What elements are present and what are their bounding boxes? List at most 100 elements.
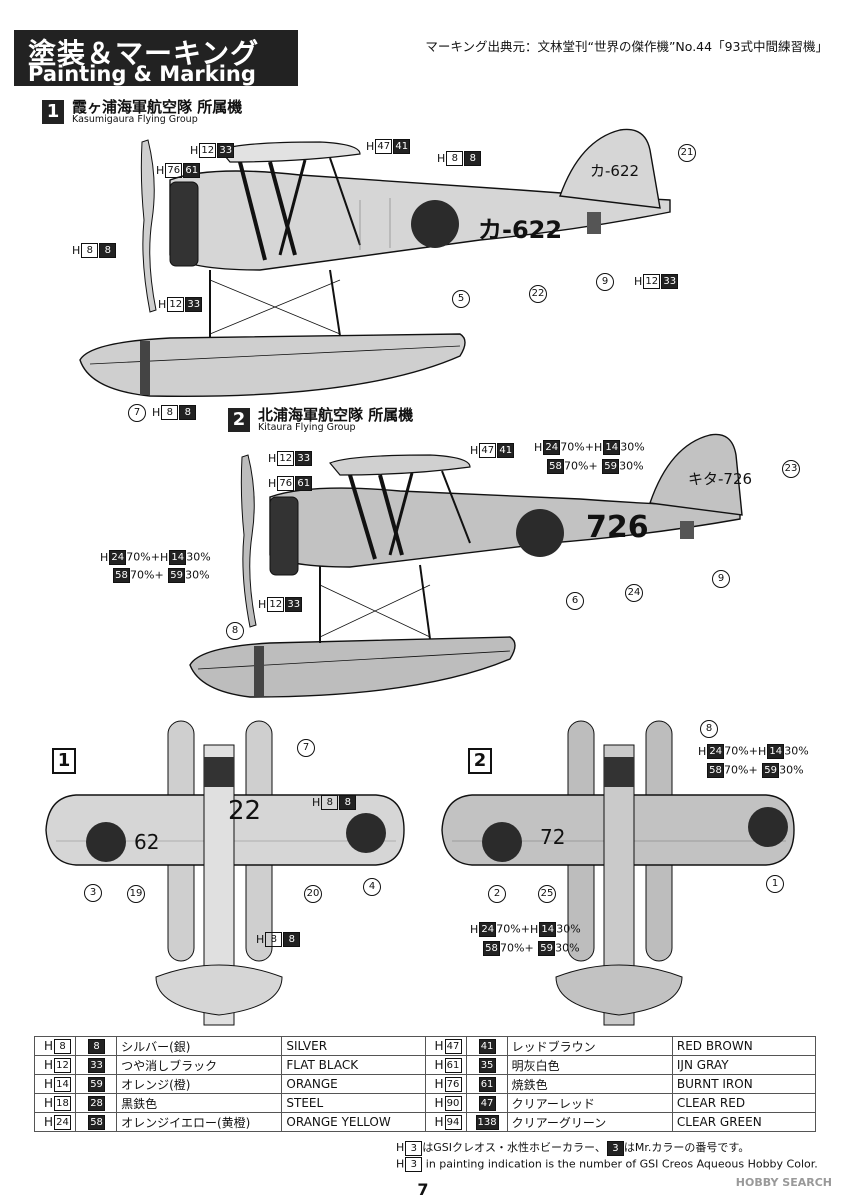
mr-color-code: 47: [465, 1093, 508, 1113]
color-name-ja: 明灰白色: [506, 1055, 673, 1075]
color-name-en: STEEL: [281, 1093, 426, 1113]
watermark: HOBBY SEARCH: [735, 1176, 832, 1189]
color-name-ja: 黒鉄色: [116, 1093, 283, 1113]
color-name-ja: 焼鉄色: [506, 1074, 673, 1094]
color-name-ja: オレンジ(橙): [116, 1074, 283, 1094]
color-name-ja: クリアーレッド: [506, 1093, 673, 1113]
aircraft-2-plan-view: [441, 720, 795, 1026]
callout-24: 24: [625, 584, 643, 602]
callout-7: 7: [297, 739, 315, 757]
callout-8: 8: [226, 622, 244, 640]
mr-color-code: 58: [75, 1112, 118, 1132]
color-name-en: SILVER: [281, 1036, 426, 1056]
section-1-number: 1: [42, 100, 64, 124]
title-japanese: 塗装＆マーキング: [28, 37, 260, 70]
callout-9: 9: [712, 570, 730, 588]
plan-2-wing-code-left: 72: [540, 825, 566, 849]
color-name-en: ORANGE YELLOW: [281, 1112, 426, 1132]
callout-21: 21: [678, 144, 696, 162]
section-2-number: 2: [228, 408, 250, 432]
color-name-ja: クリアーグリーン: [506, 1112, 673, 1132]
callout-4: 4: [363, 878, 381, 896]
callout-19: 19: [127, 885, 145, 903]
plan-1-wing-code-left: 62: [134, 830, 160, 854]
color-name-ja: レッドブラウン: [506, 1036, 673, 1056]
color-name-ja: つや消しブラック: [116, 1055, 283, 1075]
plan-2-number: 2: [468, 748, 492, 774]
page-number: 7: [417, 1180, 429, 1199]
aircraft-2-tail-code: キタ-726: [688, 470, 753, 488]
color-name-en: RED BROWN: [671, 1036, 817, 1056]
color-name-en: CLEAR RED: [671, 1093, 817, 1113]
color-name-en: IJN GRAY: [671, 1055, 817, 1075]
color-name-en: CLEAR GREEN: [671, 1112, 817, 1132]
section-2-title: 北浦海軍航空隊 所属機: [258, 406, 414, 424]
callout-22: 22: [529, 285, 547, 303]
mr-color-code: 41: [465, 1036, 508, 1056]
color-name-ja: オレンジイエロー(黄橙): [116, 1112, 283, 1132]
aircraft-1-tail-code: カ-622: [590, 162, 640, 180]
aircraft-1-fuselage-code: カ-622: [478, 216, 563, 244]
marking-source: マーキング出典元：文林堂刊“世界の傑作機”No.44「93式中間練習機」: [425, 39, 828, 54]
title-english: Painting & Marking: [28, 62, 256, 86]
section-1-title: 霞ヶ浦海軍航空隊 所属機: [72, 98, 243, 116]
callout-6: 6: [566, 592, 584, 610]
callout-1: 1: [766, 875, 784, 893]
callout-3: 3: [84, 884, 102, 902]
callout-5: 5: [452, 290, 470, 308]
mr-color-code: 8: [75, 1036, 118, 1056]
color-name-en: FLAT BLACK: [281, 1055, 426, 1075]
color-name-en: ORANGE: [281, 1074, 426, 1094]
aircraft-2-fuselage-code: 726: [586, 510, 649, 545]
section-1-subtitle: Kasumigaura Flying Group: [72, 114, 198, 125]
mr-color-code: 59: [75, 1074, 118, 1094]
section-2-subtitle: Kitaura Flying Group: [258, 422, 356, 433]
color-name-en: BURNT IRON: [671, 1074, 817, 1094]
plan-1-wing-code-right: 22: [228, 796, 262, 826]
mr-color-code: 35: [465, 1055, 508, 1075]
plan-1-number: 1: [52, 748, 76, 774]
callout-7: 7: [128, 404, 146, 422]
mr-color-code: 61: [465, 1074, 508, 1094]
color-name-ja: シルバー(銀): [116, 1036, 283, 1056]
callout-23: 23: [782, 460, 800, 478]
aircraft-1-plan-view: [45, 720, 405, 1026]
aircraft-2-side-view: [189, 433, 743, 698]
mr-color-code: 28: [75, 1093, 118, 1113]
title-block: 塗装＆マーキング Painting & Marking: [14, 30, 298, 86]
callout-8: 8: [700, 720, 718, 738]
callout-25: 25: [538, 885, 556, 903]
